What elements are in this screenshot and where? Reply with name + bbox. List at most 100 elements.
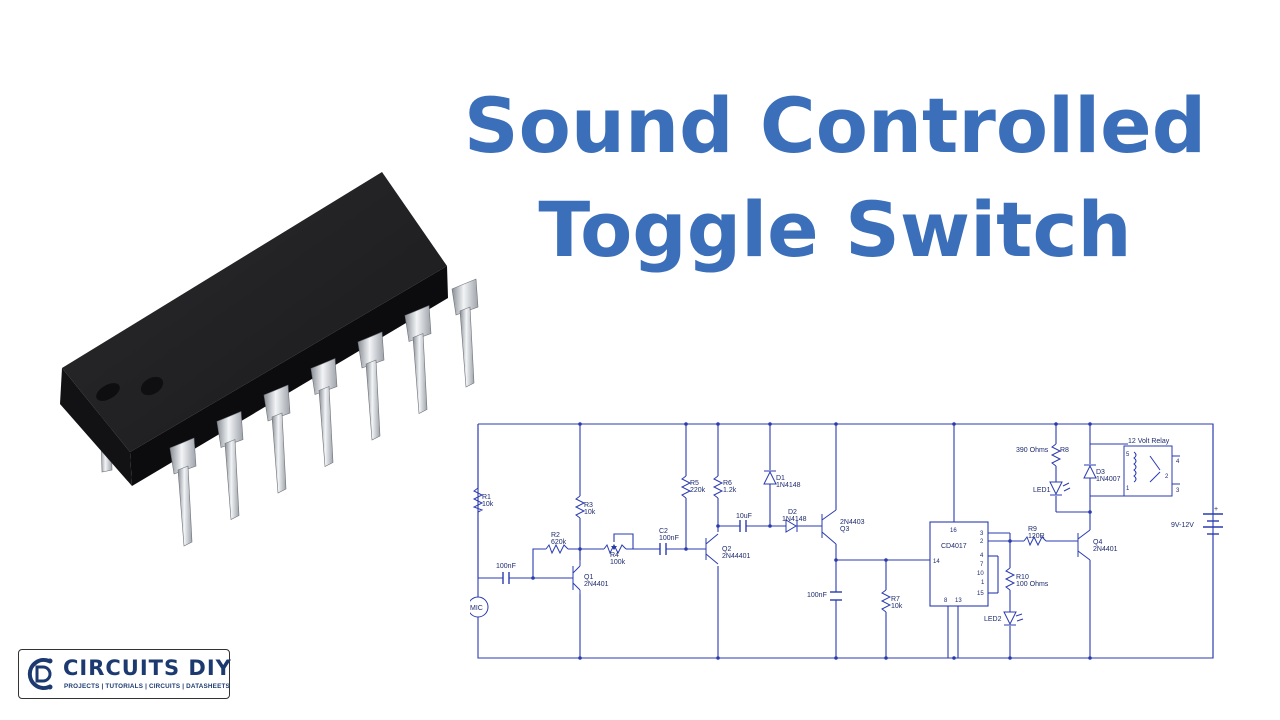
transistor-q1: [572, 560, 581, 594]
chip-pin-shoulder: [404, 305, 432, 342]
diode-d3: [1083, 464, 1097, 479]
label-q3-value: 2N4403: [840, 519, 865, 526]
chip-pin-shoulder: [216, 411, 244, 448]
resistor-r5: [680, 475, 692, 499]
chip-pin-leg: [271, 412, 287, 494]
resistor-r4: [603, 543, 627, 555]
label-r1-value: 10k: [482, 501, 494, 508]
label-r8-value: 390 Ohms: [1016, 447, 1049, 454]
ic-pin-15: 15: [977, 591, 984, 597]
label-d1-value: 1N4148: [776, 482, 801, 489]
diodes: [763, 464, 1097, 626]
led1: [1049, 481, 1063, 496]
chip-pin-leg: [459, 306, 475, 388]
label-r2: R2: [551, 532, 560, 539]
label-r9-value: 120R: [1028, 533, 1045, 540]
chip-pin-leg: [318, 386, 334, 467]
label-c4-value: 100nF: [807, 592, 827, 599]
label-mic: MIC: [470, 605, 483, 612]
label-r2-value: 620k: [551, 539, 567, 546]
microphone: [470, 578, 489, 658]
chip-pin-shoulder: [451, 278, 479, 316]
label-d1: D1: [776, 475, 785, 482]
label-d3-value: 1N4007: [1096, 476, 1121, 483]
chip-pin-leg: [412, 333, 428, 414]
chip-pin1-dot: [140, 376, 164, 396]
label-r3-value: 10k: [584, 509, 596, 516]
label-q1: Q1: [584, 574, 593, 581]
circuit-schematic: R1 10k R2 620k R3 10k R4 100k R5 220k R6…: [470, 422, 1223, 660]
label-ic: CD4017: [941, 543, 967, 550]
resistor-r8: [1050, 443, 1062, 467]
resistor-r2: [545, 543, 569, 555]
capacitors: [502, 520, 842, 601]
resistor-r3: [574, 495, 586, 519]
label-r7-value: 10k: [891, 603, 903, 610]
label-c3-value: 10uF: [736, 513, 752, 520]
chip-pin1-notch: [96, 383, 120, 401]
label-battery-plus: +: [1214, 506, 1218, 513]
dip-ic-chip-icon: [60, 172, 479, 547]
label-r8: R8: [1060, 447, 1069, 454]
relay-pin-1: 1: [1126, 486, 1130, 492]
junction-dots: [531, 422, 1092, 660]
transistor-q3: [821, 509, 837, 545]
resistor-r7: [880, 589, 892, 613]
label-r7: R7: [891, 596, 900, 603]
label-led1: LED1: [1033, 487, 1051, 494]
front-pins: [169, 278, 479, 547]
resistor-r6: [712, 475, 724, 499]
label-r10: R10: [1016, 574, 1029, 581]
transistor-q2: [705, 533, 719, 565]
ic-pin-1: 1: [981, 580, 985, 586]
logo-name: CIRCUITS DIY: [63, 656, 232, 680]
label-led2: LED2: [984, 616, 1002, 623]
ic-pin-2: 2: [980, 539, 984, 545]
pot-wiper-arrow: [611, 546, 617, 550]
label-relay: 12 Volt Relay: [1128, 438, 1170, 445]
title-line-1: Sound Controlled: [463, 81, 1207, 170]
label-r5: R5: [690, 480, 699, 487]
label-q2-value: 2N44401: [722, 553, 751, 560]
label-r6: R6: [723, 480, 732, 487]
resistor-r1: [472, 487, 484, 513]
ic-pin-4: 4: [980, 553, 984, 559]
diode-d2: [785, 519, 797, 533]
resistors: [472, 443, 1062, 613]
resistor-r10: [1004, 567, 1016, 591]
chip-pin-shoulder: [310, 358, 338, 395]
label-r4: R4: [610, 552, 619, 559]
ic-pin-13: 13: [955, 598, 962, 604]
resistor-r9: [1023, 535, 1047, 547]
ic-pin-16: 16: [950, 528, 957, 534]
schematic-labels: R1 10k R2 620k R3 10k R4 100k R5 220k R6…: [470, 438, 1218, 623]
relay-pin-3: 3: [1176, 488, 1180, 494]
label-r6-value: 1.2k: [723, 487, 737, 494]
circuits-diy-logo[interactable]: CIRCUITS DIY PROJECTS | TUTORIALS | CIRC…: [18, 649, 232, 699]
logo-tagline: PROJECTS | TUTORIALS | CIRCUITS | DATASH…: [64, 683, 230, 690]
diode-d1: [763, 470, 777, 485]
circuits-diy-logo-icon: [27, 658, 53, 690]
label-q4-value: 2N4401: [1093, 546, 1118, 553]
label-r10-value: 100 Ohms: [1016, 581, 1049, 588]
ic-pin-10: 10: [977, 571, 984, 577]
ic-cd4017: [929, 521, 989, 607]
label-r4-value: 100k: [610, 559, 626, 566]
led2: [1003, 611, 1017, 626]
title-line-2: Toggle Switch: [538, 185, 1132, 274]
label-r3: R3: [584, 502, 593, 509]
chip-pin-leg: [224, 439, 240, 520]
label-c2-value: 100nF: [659, 535, 679, 542]
transistors: [572, 509, 1091, 594]
label-d2: D2: [788, 509, 797, 516]
ic-pin-14: 14: [933, 559, 940, 565]
relay-pin-4: 4: [1176, 459, 1180, 465]
label-c2: C2: [659, 528, 668, 535]
ic-pin-8: 8: [944, 598, 948, 604]
label-q3: Q3: [840, 526, 849, 533]
label-d3: D3: [1096, 469, 1105, 476]
label-r5-value: 220k: [690, 487, 706, 494]
label-c1-value: 100nF: [496, 563, 516, 570]
label-q1-value: 2N4401: [584, 581, 609, 588]
chip-pin-leg: [365, 359, 381, 441]
